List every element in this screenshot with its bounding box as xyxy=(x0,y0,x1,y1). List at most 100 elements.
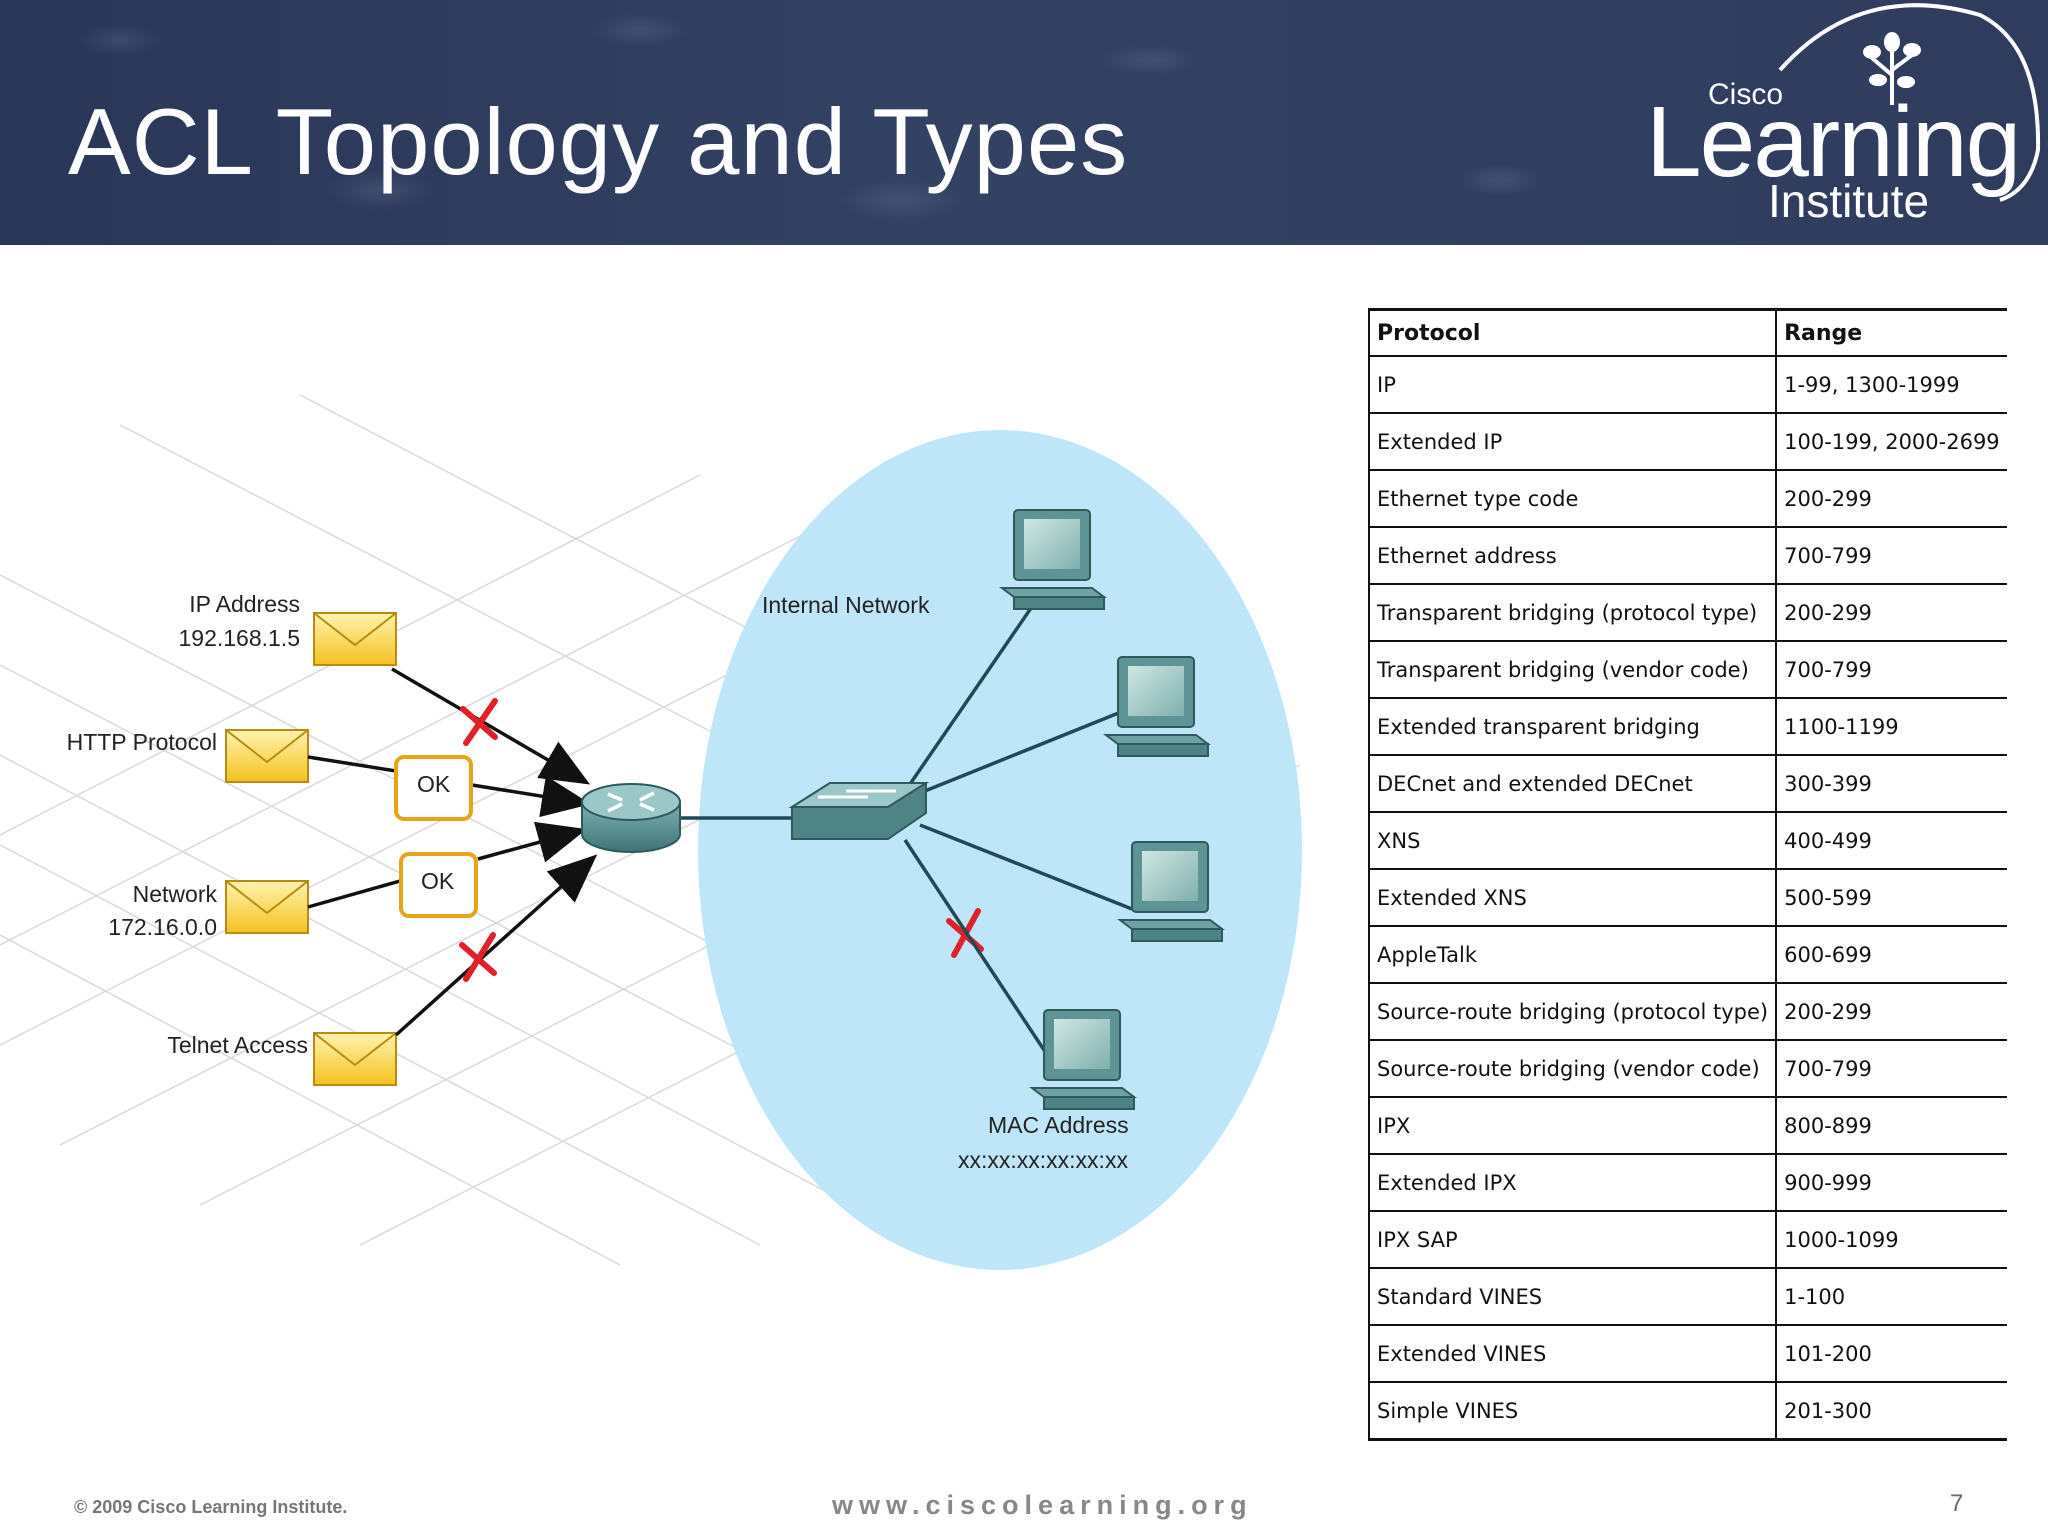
protocol-cell: Simple VINES xyxy=(1367,1382,1777,1441)
range-cell: 500-599 xyxy=(1775,869,2007,927)
protocol-cell: Ethernet type code xyxy=(1367,470,1777,528)
mac-address-value: xx:xx:xx:xx:xx:xx xyxy=(958,1147,1128,1173)
protocol-cell: IP xyxy=(1367,356,1777,414)
footer-copyright: © 2009 Cisco Learning Institute. xyxy=(74,1497,348,1517)
protocol-cell: IPX xyxy=(1367,1097,1777,1155)
ok-badge-border xyxy=(399,852,478,918)
workstation-icon xyxy=(1117,841,1225,942)
range-cell: 200-299 xyxy=(1775,983,2007,1041)
logo-text-learning: Learning xyxy=(1646,86,2021,198)
column-header-range: Range xyxy=(1775,308,2007,357)
switch-pc3-link xyxy=(919,823,1133,911)
slide-header: ACL Topology and Types Cisco Learning In… xyxy=(0,0,2048,245)
switch-icon xyxy=(788,782,930,840)
protocol-cell: Source-route bridging (protocol type) xyxy=(1367,983,1777,1041)
range-cell: 1-99, 1300-1999 xyxy=(1775,356,2007,414)
http-protocol-label: HTTP Protocol xyxy=(66,729,217,755)
router-icon xyxy=(581,783,681,853)
protocol-cell: Extended IPX xyxy=(1367,1154,1777,1212)
protocol-cell: Extended VINES xyxy=(1367,1325,1777,1383)
workstation-icon xyxy=(1103,656,1211,757)
http-traffic-arrow xyxy=(471,775,591,818)
table-row: Source-route bridging (vendor code)700-7… xyxy=(1367,1040,2007,1098)
slide-title: ACL Topology and Types xyxy=(68,89,1129,194)
workstation-icon xyxy=(1029,1009,1137,1110)
logo-text-institute: Institute xyxy=(1768,175,1930,227)
column-header-protocol: Protocol xyxy=(1367,308,1777,357)
envelope-icon xyxy=(313,612,397,666)
network-traffic-line xyxy=(307,879,401,909)
protocol-cell: XNS xyxy=(1367,812,1777,870)
protocol-cell: IPX SAP xyxy=(1367,1211,1777,1269)
ip-traffic-arrow xyxy=(391,667,591,785)
header-background-pattern xyxy=(0,0,2048,245)
network-value: 172.16.0.0 xyxy=(108,914,217,940)
switch-pc2-link xyxy=(919,708,1127,795)
range-cell: 800-899 xyxy=(1775,1097,2007,1155)
cisco-learning-institute-logo: Cisco Learning Institute xyxy=(1620,0,2048,245)
mac-address-label: MAC Address xyxy=(988,1112,1129,1138)
ip-address-label: IP Address xyxy=(189,591,300,617)
logo-text-cisco: Cisco xyxy=(1708,78,1784,111)
range-cell: 200-299 xyxy=(1775,470,2007,528)
table-row: Transparent bridging (protocol type)200-… xyxy=(1367,584,2007,642)
page-number: 7 xyxy=(1950,1490,1964,1517)
switch-pc4-link xyxy=(903,839,1048,1054)
envelope-icon xyxy=(225,880,309,934)
range-cell: 1100-1199 xyxy=(1775,698,2007,756)
range-cell: 1-100 xyxy=(1775,1268,2007,1326)
http-traffic-line xyxy=(307,755,397,773)
protocol-cell: Source-route bridging (vendor code) xyxy=(1367,1040,1777,1098)
range-cell: 700-799 xyxy=(1775,641,2007,699)
range-cell: 900-999 xyxy=(1775,1154,2007,1212)
acl-topology-diagram: IP Address 192.168.1.5 HTTP Protocol Net… xyxy=(0,245,1340,1445)
table-row: Transparent bridging (vendor code)700-79… xyxy=(1367,641,2007,699)
network-traffic-arrow xyxy=(477,821,587,863)
range-cell: 700-799 xyxy=(1775,1040,2007,1098)
envelope-icon xyxy=(313,1032,397,1086)
range-cell: 201-300 xyxy=(1775,1382,2007,1441)
protocol-cell: AppleTalk xyxy=(1367,926,1777,984)
tree-icon xyxy=(1863,32,1921,105)
network-label: Network xyxy=(132,881,217,907)
telnet-access-label: Telnet Access xyxy=(167,1032,308,1058)
range-cell: 200-299 xyxy=(1775,584,2007,642)
switch-pc1-link xyxy=(906,594,1042,788)
range-cell: 700-799 xyxy=(1775,527,2007,585)
telnet-traffic-arrow xyxy=(394,854,598,1037)
footer-url: www.ciscolearning.org xyxy=(832,1490,1253,1520)
protocol-cell: Transparent bridging (vendor code) xyxy=(1367,641,1777,699)
protocol-cell: Extended XNS xyxy=(1367,869,1777,927)
range-cell: 101-200 xyxy=(1775,1325,2007,1383)
ok-badge-border xyxy=(394,755,473,821)
protocol-cell: Extended transparent bridging xyxy=(1367,698,1777,756)
protocol-cell: DECnet and extended DECnet xyxy=(1367,755,1777,813)
protocol-cell: Extended IP xyxy=(1367,413,1777,471)
ip-address-value: 192.168.1.5 xyxy=(178,625,300,651)
ok-label: OK xyxy=(421,868,455,894)
range-cell: 600-699 xyxy=(1775,926,2007,984)
protocol-cell: Transparent bridging (protocol type) xyxy=(1367,584,1777,642)
range-cell: 400-499 xyxy=(1775,812,2007,870)
deny-x-icon xyxy=(459,932,497,982)
ok-label: OK xyxy=(417,771,451,797)
envelope-icon xyxy=(225,729,309,783)
protocol-cell: Standard VINES xyxy=(1367,1268,1777,1326)
deny-x-icon xyxy=(460,698,498,746)
internal-network-cloud xyxy=(698,430,1302,1270)
